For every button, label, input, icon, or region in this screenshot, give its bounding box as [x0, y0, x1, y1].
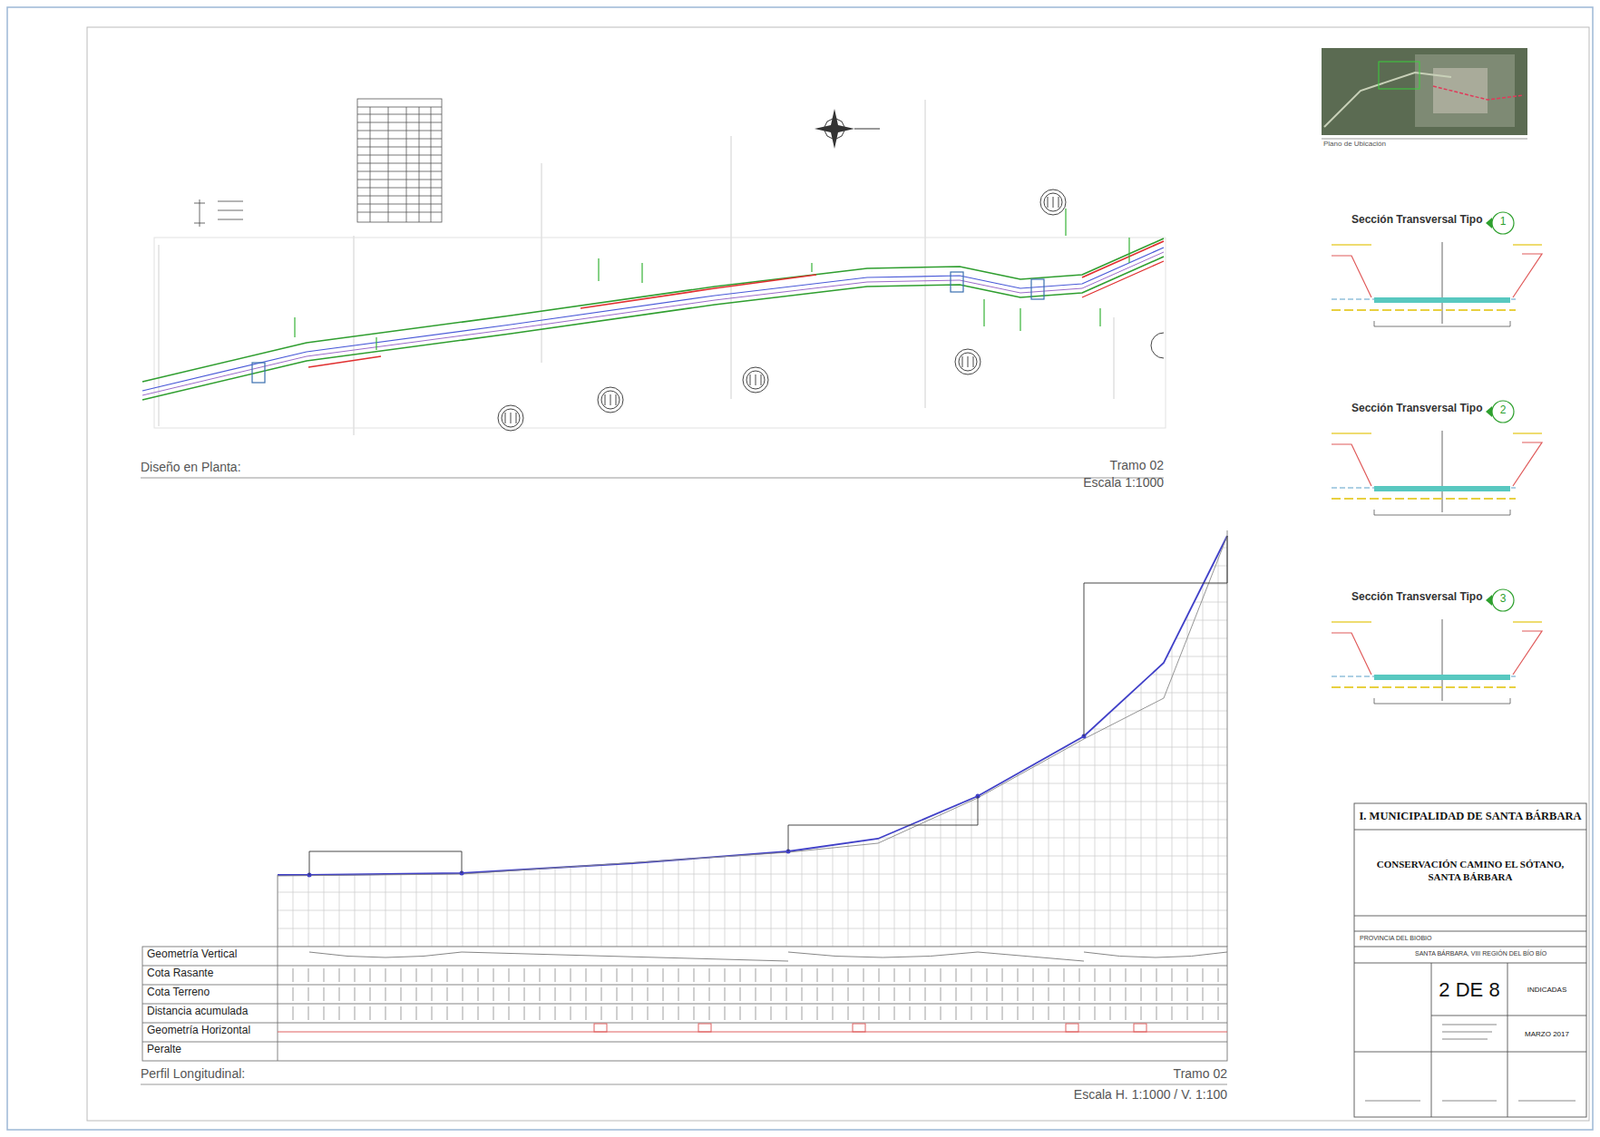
- title-block-cell: MARZO 2017: [1508, 1017, 1586, 1053]
- drawing-label: Tramo 02: [1110, 458, 1164, 473]
- drawing-label: Escala H. 1:1000 / V. 1:100: [1073, 1087, 1228, 1103]
- callout-number: 2: [1500, 404, 1507, 418]
- title-block: I. MUNICIPALIDAD DE SANTA BÁRBARA CONSERV…: [1354, 803, 1587, 1118]
- title-block-cell: 2 DE 8: [1432, 965, 1507, 1016]
- drawing-label: Plano de Ubicación: [1323, 139, 1386, 148]
- drawing-label: Sección Transversal Tipo: [1351, 214, 1483, 227]
- title-text: I. MUNICIPALIDAD DE SANTA BÁRBARA: [1357, 809, 1583, 825]
- table-row-header: Geometría Vertical: [146, 948, 237, 962]
- title-block-cell: INDICADAS: [1508, 965, 1586, 1016]
- drawing-label: PROVINCIA DEL BIOBIO: [1359, 935, 1433, 943]
- title-block-cell: CONSERVACIÓN CAMINO EL SÓTANO, SANTA BÁR…: [1372, 839, 1569, 904]
- table-row-header: Cota Terreno: [146, 986, 210, 1000]
- table-row-header: Distancia acumulada: [146, 1005, 248, 1019]
- drawing-label: Perfil Longitudinal:: [140, 1066, 245, 1082]
- title-text: 2 DE 8: [1435, 977, 1503, 1004]
- callout-number: 3: [1500, 593, 1507, 606]
- drawing-label: Escala 1:1000: [1082, 475, 1164, 490]
- drawing-label: Tramo 02: [1173, 1066, 1228, 1082]
- drawing-label: Sección Transversal Tipo: [1351, 591, 1483, 605]
- table-row-header: Cota Rasante: [146, 967, 214, 981]
- title-text: MARZO 2017: [1512, 1030, 1582, 1040]
- title-text: INDICADAS: [1512, 985, 1582, 996]
- callout-number: 1: [1500, 215, 1507, 229]
- drawing-label: SANTA BÁRBARA, VIII REGIÓN DEL BÍO BÍO: [1414, 950, 1547, 958]
- drawing-label: Diseño en Planta:: [140, 459, 242, 475]
- table-row-header: Peralte: [146, 1043, 182, 1057]
- table-row-header: Geometría Horizontal: [146, 1024, 251, 1038]
- drawing-label: Sección Transversal Tipo: [1351, 402, 1483, 416]
- title-text: CONSERVACIÓN CAMINO EL SÓTANO, SANTA BÁR…: [1375, 858, 1565, 885]
